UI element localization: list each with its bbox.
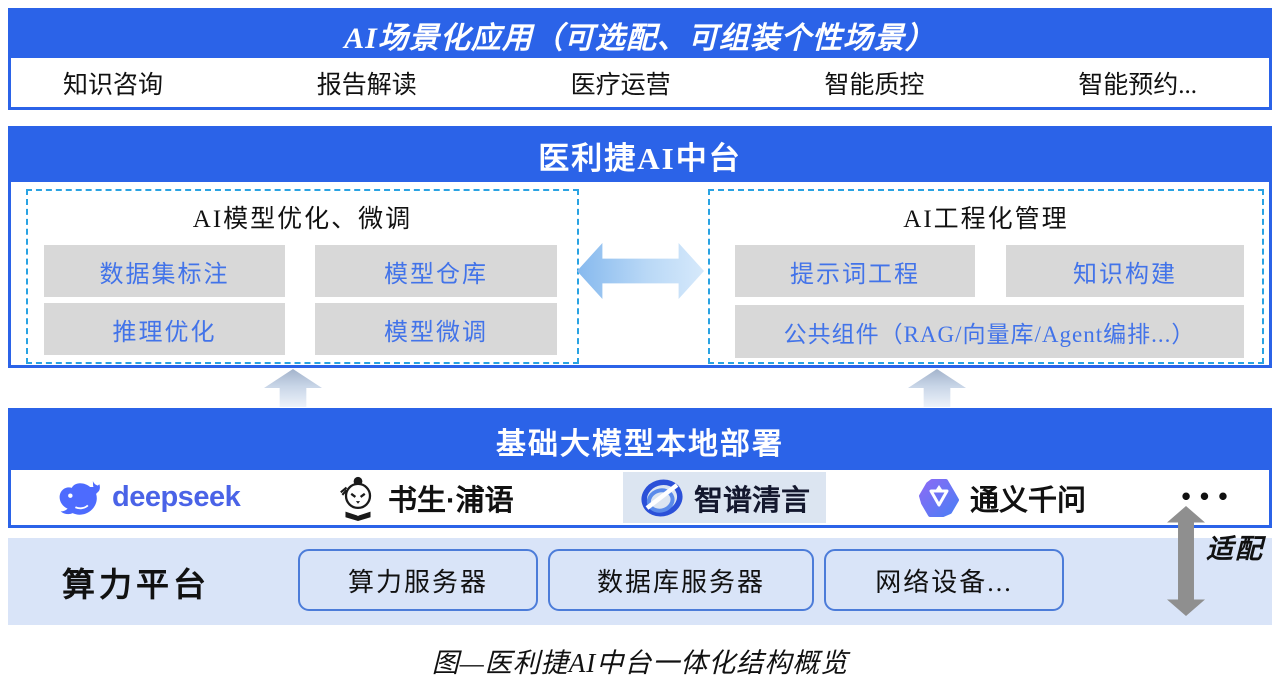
more-models-ellipsis: ••• xyxy=(1169,470,1245,525)
deepseek-whale-icon xyxy=(57,479,103,517)
ellipsis-icon: ••• xyxy=(1179,485,1235,509)
app-item-smart-qc: 智能质控 xyxy=(824,71,925,99)
figure-caption: 图—医利捷AI中台一体化结构概览 xyxy=(431,648,849,678)
app-item-smart-booking: 智能预约... xyxy=(1078,71,1197,99)
ai-engineering-title: AI工程化管理 xyxy=(903,206,1069,233)
chip-prompt-engineering: 提示词工程 xyxy=(735,245,975,297)
qwen-wordmark: 通义千问 xyxy=(970,484,1087,517)
ai-apps-row: 知识咨询 报告解读 医疗运营 智能质控 智能预约... xyxy=(11,58,1269,107)
chip-model-finetune: 模型微调 xyxy=(315,303,557,355)
midplatform-title: 医利捷AI中台 xyxy=(538,141,742,176)
up-arrow-left-icon xyxy=(264,369,322,407)
ai-engineering-group: AI工程化管理 提示词工程 知识构建 公共组件（RAG/向量库/Agent编排.… xyxy=(708,189,1264,364)
compute-server-box: 算力服务器 xyxy=(298,549,538,611)
app-item-medical-operation: 医疗运营 xyxy=(570,71,671,99)
section-midplatform: 医利捷AI中台 AI模型优化、微调 数据集标注 模型仓库 推理优化 模型微调 A… xyxy=(8,126,1272,368)
database-server-box: 数据库服务器 xyxy=(548,549,814,611)
foundation-header-bar: 基础大模型本地部署 xyxy=(11,411,1269,470)
chip-common-components: 公共组件（RAG/向量库/Agent编排...） xyxy=(735,305,1244,358)
chip-dataset-labeling: 数据集标注 xyxy=(44,245,285,297)
ai-apps-title: AI场景化应用（可选配、可组装个性场景） xyxy=(344,21,936,55)
shusheng-wordmark: 书生·浦语 xyxy=(388,484,514,517)
logo-deepseek: deepseek xyxy=(57,470,241,525)
logo-shusheng-puyu: 书生·浦语 xyxy=(337,470,514,525)
chip-inference-optimization: 推理优化 xyxy=(44,303,285,355)
chip-model-repository: 模型仓库 xyxy=(315,245,557,297)
chip-knowledge-building: 知识构建 xyxy=(1006,245,1244,297)
network-device-box: 网络设备... xyxy=(824,549,1064,611)
zhipu-wordmark: 智谱清言 xyxy=(694,484,811,517)
section-ai-apps: AI场景化应用（可选配、可组装个性场景） 知识咨询 报告解读 医疗运营 智能质控… xyxy=(8,8,1272,110)
scholar-icon xyxy=(337,474,379,522)
app-item-report-reading: 报告解读 xyxy=(316,71,417,99)
compute-platform-band: 算力平台 算力服务器 数据库服务器 网络设备... xyxy=(8,538,1272,625)
foundation-title: 基础大模型本地部署 xyxy=(496,427,784,461)
up-arrow-right-icon xyxy=(908,369,966,407)
adapter-label: 适配 xyxy=(1206,534,1264,564)
logo-zhipu-qingyan: 智谱清言 xyxy=(623,472,827,523)
model-optimization-title: AI模型优化、微调 xyxy=(192,206,413,233)
ai-apps-header-bar: AI场景化应用（可选配、可组装个性场景） xyxy=(11,11,1269,58)
logo-tongyi-qianwen: 通义千问 xyxy=(917,470,1086,525)
section-foundation-models: 基础大模型本地部署 deepseek xyxy=(8,408,1272,528)
compute-platform-label: 算力平台 xyxy=(62,567,210,604)
zhipu-ring-icon xyxy=(639,475,685,521)
model-optimization-group: AI模型优化、微调 数据集标注 模型仓库 推理优化 模型微调 xyxy=(26,189,579,364)
model-logos-row: deepseek 书生·浦语 xyxy=(11,470,1269,525)
app-item-knowledge-consult: 知识咨询 xyxy=(63,71,164,99)
midplatform-header-bar: 医利捷AI中台 xyxy=(11,129,1269,182)
deepseek-wordmark: deepseek xyxy=(112,481,241,513)
qwen-badge-icon xyxy=(917,475,961,521)
